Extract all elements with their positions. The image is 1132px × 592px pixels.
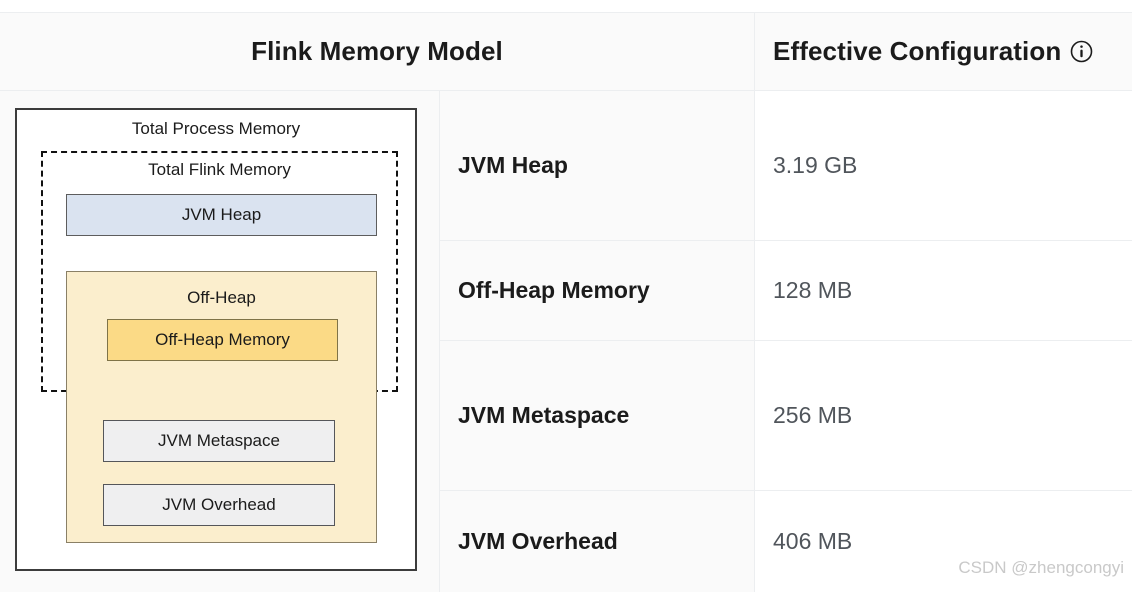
header-cell-effective-configuration: Effective Configuration xyxy=(755,13,1132,90)
total-process-memory-box: Total Process Memory Total Flink Memory … xyxy=(15,108,417,571)
total-flink-memory-label: Total Flink Memory xyxy=(148,160,291,179)
jvm-metaspace-box: JVM Metaspace xyxy=(103,420,335,462)
table-header-row: Flink Memory Model Effective Configurati… xyxy=(0,12,1132,91)
row-value-jvm-overhead: 406 MB xyxy=(755,491,1132,592)
page-title-flink-memory-model: Flink Memory Model xyxy=(251,36,503,66)
flink-memory-model-cell: Total Process Memory Total Flink Memory … xyxy=(0,91,440,592)
configuration-table-body: JVM Heap 3.19 GB Off-Heap Memory 128 MB … xyxy=(0,91,1132,592)
info-circle-icon[interactable] xyxy=(1070,40,1093,63)
header-cell-flink-memory-model: Flink Memory Model xyxy=(0,13,755,90)
row-value-jvm-heap: 3.19 GB xyxy=(755,91,1132,240)
row-label-jvm-heap: JVM Heap xyxy=(440,91,755,240)
page-title-effective-configuration: Effective Configuration xyxy=(773,36,1062,66)
row-label-jvm-overhead: JVM Overhead xyxy=(440,491,755,592)
off-heap-group-box: Off-Heap Off-Heap Memory JVM Metaspace J… xyxy=(66,271,377,543)
row-value-jvm-metaspace: 256 MB xyxy=(755,341,1132,490)
total-process-memory-label: Total Process Memory xyxy=(131,119,301,138)
off-heap-memory-box: Off-Heap Memory xyxy=(107,319,338,361)
row-label-off-heap-memory: Off-Heap Memory xyxy=(440,241,755,340)
jvm-overhead-box: JVM Overhead xyxy=(103,484,335,526)
row-value-off-heap-memory: 128 MB xyxy=(755,241,1132,340)
jvm-heap-box: JVM Heap xyxy=(66,194,377,236)
off-heap-label: Off-Heap xyxy=(187,288,256,307)
row-label-jvm-metaspace: JVM Metaspace xyxy=(440,341,755,490)
